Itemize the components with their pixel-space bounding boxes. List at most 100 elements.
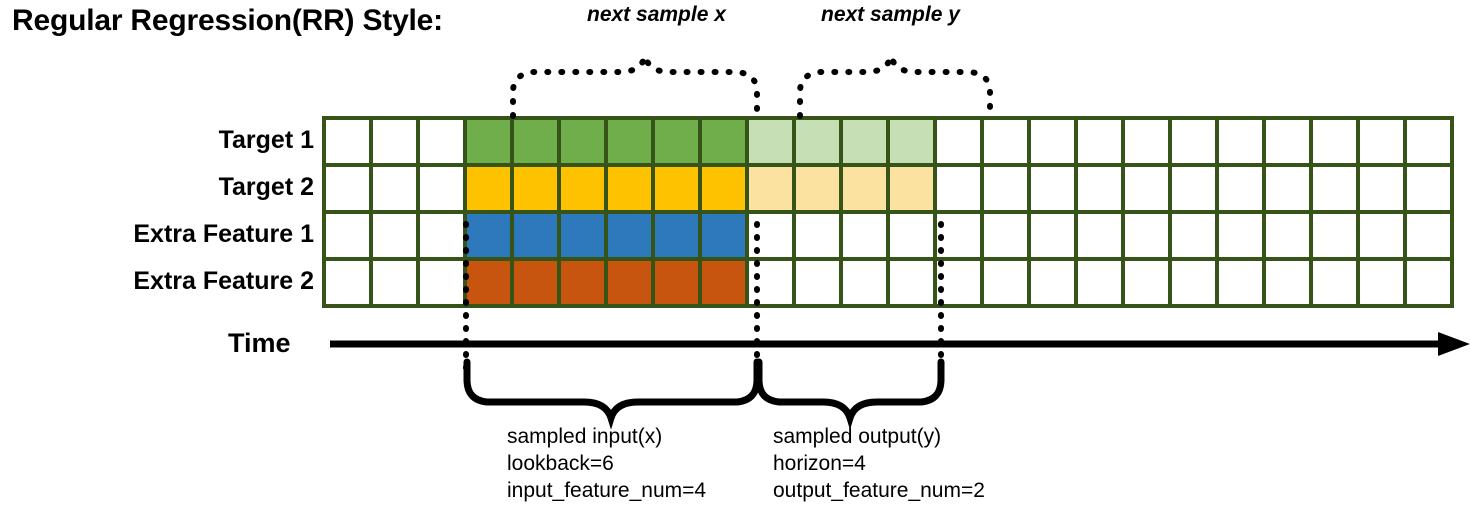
grid-cell-extra-feature-1-1-blank [373, 214, 416, 257]
grid-cell-extra-feature-1-10-blank [796, 214, 839, 257]
grid-cell-extra-feature-2-1-blank [373, 261, 416, 304]
grid-cell-extra-feature-2-8-input [702, 261, 745, 304]
grid-cell-target-2-12-output [890, 167, 933, 210]
page-title: Regular Regression(RR) Style: [12, 4, 443, 37]
time-axis-label: Time [228, 328, 291, 358]
time-axis-arrow [330, 332, 1470, 356]
annotation-next-sample-y: next sample y [821, 3, 960, 26]
grid-cell-target-2-23-blank [1407, 167, 1450, 210]
grid-cell-target-1-22-blank [1360, 120, 1403, 163]
grid-row-extra-feature-1 [326, 214, 1450, 257]
grid-cell-target-1-12-output [890, 120, 933, 163]
grid-cell-target-2-1-blank [373, 167, 416, 210]
grid-cell-target-2-6-input [608, 167, 651, 210]
grid-row-extra-feature-2 [326, 261, 1450, 304]
brace-sampled-input [463, 358, 761, 430]
grid-cell-extra-feature-1-2-blank [420, 214, 463, 257]
grid-cell-extra-feature-2-23-blank [1407, 261, 1450, 304]
grid-cell-extra-feature-1-5-input [561, 214, 604, 257]
grid-cell-extra-feature-1-22-blank [1360, 214, 1403, 257]
grid-cell-extra-feature-1-15-blank [1031, 214, 1074, 257]
grid-cell-extra-feature-1-19-blank [1219, 214, 1262, 257]
grid-cell-extra-feature-2-3-input [467, 261, 510, 304]
annotation-sampled-input: sampled input(x) lookback=6 input_featur… [507, 424, 706, 505]
grid-cell-target-2-21-blank [1313, 167, 1356, 210]
grid-cell-target-2-20-blank [1266, 167, 1309, 210]
grid-cell-extra-feature-1-4-input [514, 214, 557, 257]
grid-cell-target-2-5-input [561, 167, 604, 210]
grid-cell-extra-feature-1-6-input [608, 214, 651, 257]
grid-cell-extra-feature-1-9-blank [749, 214, 792, 257]
grid-cell-extra-feature-2-10-blank [796, 261, 839, 304]
grid-cell-target-2-14-blank [984, 167, 1027, 210]
grid-cell-target-1-17-blank [1125, 120, 1168, 163]
grid-cell-extra-feature-2-17-blank [1125, 261, 1168, 304]
grid-cell-target-2-19-blank [1219, 167, 1262, 210]
grid-cell-extra-feature-2-9-blank [749, 261, 792, 304]
timeseries-grid [322, 116, 1454, 308]
row-label-target-1: Target 1 [218, 126, 314, 154]
grid-cell-extra-feature-1-11-blank [843, 214, 886, 257]
grid-cell-target-2-11-output [843, 167, 886, 210]
grid-cell-target-2-22-blank [1360, 167, 1403, 210]
grid-cell-target-1-6-input [608, 120, 651, 163]
grid-cell-extra-feature-1-12-blank [890, 214, 933, 257]
grid-row-target-2 [326, 167, 1450, 210]
sampled-output-line-2: horizon=4 [773, 451, 866, 475]
grid-cell-extra-feature-1-21-blank [1313, 214, 1356, 257]
grid-cell-target-1-4-input [514, 120, 557, 163]
sampled-input-line-3: input_feature_num=4 [507, 478, 707, 502]
grid-cell-target-2-9-output [749, 167, 792, 210]
sampled-input-line-2: lookback=6 [507, 451, 614, 475]
grid-cell-extra-feature-1-17-blank [1125, 214, 1168, 257]
grid-cell-extra-feature-1-3-input [467, 214, 510, 257]
grid-cell-extra-feature-1-18-blank [1172, 214, 1215, 257]
grid-cell-extra-feature-2-18-blank [1172, 261, 1215, 304]
row-label-extra-feature-1: Extra Feature 1 [133, 220, 314, 248]
grid-cell-target-2-18-blank [1172, 167, 1215, 210]
grid-cell-target-1-15-blank [1031, 120, 1074, 163]
annotation-next-sample-x: next sample x [587, 3, 726, 26]
annotation-sampled-output: sampled output(y) horizon=4 output_featu… [773, 424, 985, 505]
grid-cell-extra-feature-2-21-blank [1313, 261, 1356, 304]
grid-cell-extra-feature-2-13-blank [937, 261, 980, 304]
grid-cell-target-2-15-blank [1031, 167, 1074, 210]
grid-row-target-1 [326, 120, 1450, 163]
row-label-target-2: Target 2 [218, 173, 314, 201]
grid-cell-extra-feature-2-2-blank [420, 261, 463, 304]
grid-cell-target-1-7-input [655, 120, 698, 163]
grid-cell-extra-feature-2-11-blank [843, 261, 886, 304]
grid-cell-target-1-10-output [796, 120, 839, 163]
grid-cell-extra-feature-1-20-blank [1266, 214, 1309, 257]
grid-cell-extra-feature-2-5-input [561, 261, 604, 304]
grid-cell-extra-feature-2-4-input [514, 261, 557, 304]
grid-cell-extra-feature-1-0-blank [326, 214, 369, 257]
brace-next-sample-x [510, 55, 760, 119]
grid-cell-target-1-19-blank [1219, 120, 1262, 163]
grid-cell-target-1-9-output [749, 120, 792, 163]
grid-cell-extra-feature-2-6-input [608, 261, 651, 304]
grid-cell-extra-feature-1-23-blank [1407, 214, 1450, 257]
grid-cell-target-1-23-blank [1407, 120, 1450, 163]
grid-cell-extra-feature-1-8-input [702, 214, 745, 257]
grid-cell-target-1-11-output [843, 120, 886, 163]
grid-cell-target-1-0-blank [326, 120, 369, 163]
grid-cell-target-1-18-blank [1172, 120, 1215, 163]
grid-cell-target-1-3-input [467, 120, 510, 163]
grid-cell-target-2-2-blank [420, 167, 463, 210]
grid-cell-target-1-5-input [561, 120, 604, 163]
row-label-extra-feature-2: Extra Feature 2 [133, 267, 314, 295]
grid-cell-extra-feature-2-16-blank [1078, 261, 1121, 304]
grid-cell-target-2-0-blank [326, 167, 369, 210]
brace-sampled-output [755, 358, 945, 430]
grid-cell-extra-feature-2-19-blank [1219, 261, 1262, 304]
grid-cell-target-2-13-blank [937, 167, 980, 210]
grid-cell-extra-feature-2-7-input [655, 261, 698, 304]
grid-cell-target-1-13-blank [937, 120, 980, 163]
grid-cell-extra-feature-2-14-blank [984, 261, 1027, 304]
grid-cell-target-2-17-blank [1125, 167, 1168, 210]
grid-cell-target-1-20-blank [1266, 120, 1309, 163]
grid-cell-target-1-8-input [702, 120, 745, 163]
grid-cell-extra-feature-2-0-blank [326, 261, 369, 304]
